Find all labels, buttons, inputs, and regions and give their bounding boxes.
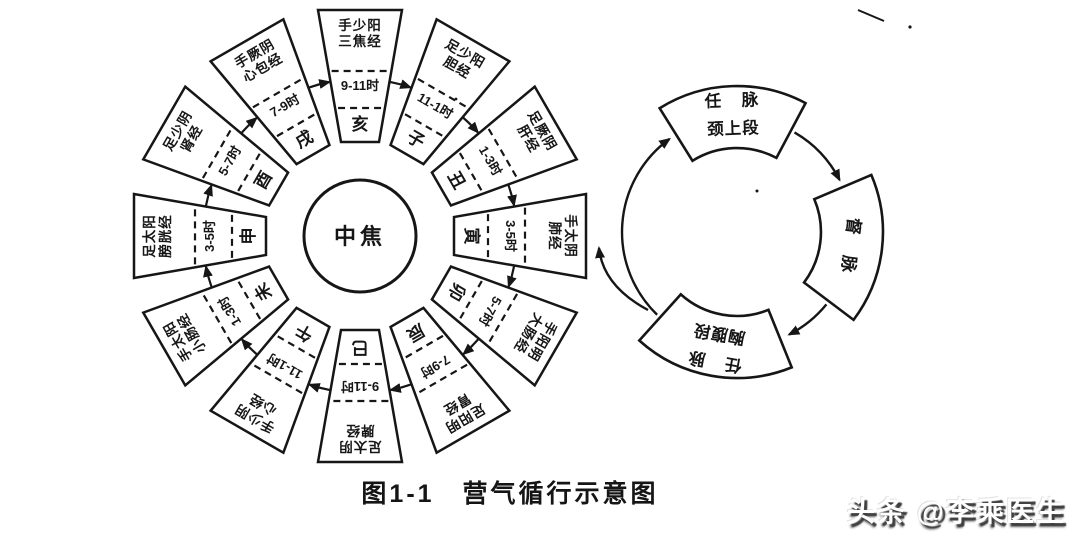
meridian-name: 膀胱经	[157, 214, 173, 259]
flow-arrow	[462, 116, 480, 134]
lung-branch-arrow	[595, 246, 649, 312]
meridian-name: 足太阴	[338, 439, 382, 455]
watermark: 头条 @李乘医生	[846, 496, 1066, 527]
flow-arrow	[240, 338, 258, 356]
meridian-time: 3-5时	[503, 220, 518, 252]
branch-label: 申	[238, 228, 258, 245]
scan-mark	[908, 25, 912, 29]
wedge-outline	[430, 265, 579, 388]
flow-arrow	[507, 184, 517, 208]
meridian-name: 足太阳	[141, 214, 157, 258]
circle-box-outline	[637, 292, 794, 380]
flow-arrow	[507, 265, 517, 289]
scan-mark	[857, 9, 885, 22]
meridian-name: 手太阴	[563, 214, 579, 258]
meridian-name: 手少阳	[338, 17, 382, 33]
scan-mark	[454, 97, 458, 101]
wedge-divider	[276, 113, 316, 138]
wedge-divider	[237, 152, 262, 192]
circle-box-label: 颈上段	[707, 117, 760, 139]
branch-label: 亥	[352, 114, 369, 134]
circulation-arc	[793, 131, 841, 182]
wedge-outline	[389, 17, 512, 166]
wedge-divider	[404, 334, 444, 359]
wedge-divider	[252, 363, 303, 395]
meridian-wedge: 足太阳膀胱经 3-5时 申	[132, 192, 268, 280]
circle-box: 督 脉	[802, 173, 885, 322]
flow-arrow	[203, 183, 213, 207]
flow-arrow	[203, 264, 213, 288]
flow-arrow	[240, 116, 258, 134]
scan-mark	[755, 189, 759, 193]
wedge-outline	[208, 306, 331, 455]
wedge-outline	[430, 84, 579, 207]
wedge-divider	[458, 280, 483, 320]
circle-box-label: 任 脉	[703, 89, 760, 111]
circle-box-outline	[657, 84, 808, 163]
figure-caption: 图1-1 营气循行示意图	[361, 480, 659, 508]
flow-arrow	[308, 79, 332, 89]
circle-box-outline	[802, 173, 885, 322]
center-circle	[302, 178, 418, 294]
meridian-time: 3-5时	[202, 220, 217, 252]
wedge-divider	[487, 293, 519, 344]
wedge-divider	[237, 280, 262, 320]
wedge-outline	[141, 84, 290, 207]
wedge-outline	[208, 17, 331, 166]
wedge-divider	[487, 128, 519, 179]
meridian-time: 9-11时	[341, 78, 379, 93]
wedge-divider	[201, 293, 233, 344]
meridian-time: 9-11时	[341, 379, 379, 394]
center-label: 中焦	[334, 224, 386, 249]
flow-arrow	[388, 383, 412, 393]
branch-label: 巳	[352, 338, 369, 357]
wedge-outline	[141, 265, 290, 388]
wedge-divider	[417, 77, 468, 109]
wedge-outline	[389, 306, 512, 455]
wedge-divider	[276, 334, 316, 359]
wedge-divider	[458, 152, 483, 192]
wedge-divider	[404, 113, 444, 138]
circulation-arc	[787, 303, 828, 336]
circulation-arc	[620, 137, 672, 316]
meridian-name: 三焦经	[338, 33, 382, 49]
branch-label: 寅	[462, 228, 482, 245]
wedge-divider	[252, 77, 303, 109]
flow-arrow	[389, 79, 413, 89]
meridian-name: 肺经	[547, 222, 563, 251]
wedge-divider	[201, 128, 233, 179]
wedge-divider	[417, 363, 468, 395]
flow-arrow	[307, 383, 331, 393]
flow-arrow	[462, 338, 480, 356]
meridian-name: 脾经	[346, 423, 375, 439]
